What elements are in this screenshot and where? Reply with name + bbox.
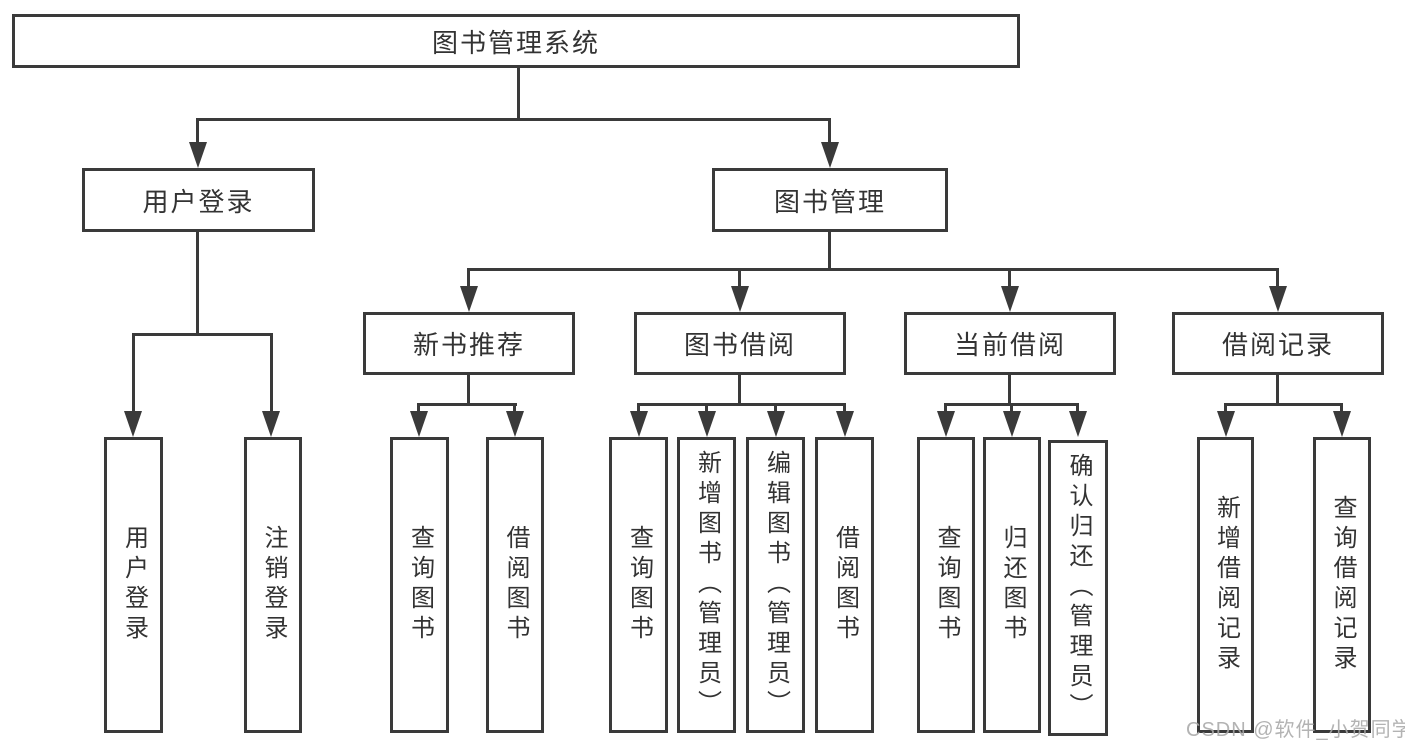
connector-vline bbox=[513, 403, 516, 417]
arrowhead-down-icon bbox=[821, 142, 839, 168]
arrowhead-down-icon bbox=[1069, 411, 1087, 437]
connector-vline bbox=[774, 403, 777, 417]
leaf-query-books-recommend: 查询图书 bbox=[390, 437, 449, 733]
watermark: CSDN @软件_小贺同学 bbox=[1186, 719, 1405, 741]
arrowhead-down-icon bbox=[1269, 286, 1287, 312]
arrowhead-down-icon bbox=[1217, 411, 1235, 437]
leaf-return-books: 归还图书 bbox=[983, 437, 1041, 733]
node-user-login: 用户登录 bbox=[82, 168, 315, 232]
arrowhead-down-icon bbox=[460, 286, 478, 312]
connector-hline bbox=[417, 403, 517, 406]
connector-vline bbox=[196, 118, 199, 146]
leaf-add-borrow-record: 新增借阅记录 bbox=[1197, 437, 1254, 733]
leaf-borrow-books-recommend: 借阅图书 bbox=[486, 437, 544, 733]
arrowhead-down-icon bbox=[767, 411, 785, 437]
connector-vline bbox=[828, 232, 831, 270]
connector-vline bbox=[1276, 268, 1279, 290]
node-book-management: 图书管理 bbox=[712, 168, 948, 232]
connector-vline bbox=[1010, 403, 1013, 417]
arrowhead-down-icon bbox=[1003, 411, 1021, 437]
leaf-logout: 注销登录 bbox=[244, 437, 302, 733]
arrowhead-down-icon bbox=[1333, 411, 1351, 437]
arrowhead-down-icon bbox=[836, 411, 854, 437]
leaf-user-login: 用户登录 bbox=[104, 437, 163, 733]
leaf-confirm-return-admin: 确认归还（管理员） bbox=[1048, 440, 1108, 736]
connector-vline bbox=[705, 403, 708, 417]
node-new-book-recommend: 新书推荐 bbox=[363, 312, 575, 375]
connector-vline bbox=[738, 268, 741, 290]
connector-hline bbox=[197, 118, 831, 121]
node-current-borrow: 当前借阅 bbox=[904, 312, 1116, 375]
connector-vline bbox=[944, 403, 947, 417]
connector-vline bbox=[517, 68, 520, 120]
arrowhead-down-icon bbox=[189, 142, 207, 168]
arrowhead-down-icon bbox=[731, 286, 749, 312]
leaf-add-books-admin: 新增图书（管理员） bbox=[677, 437, 736, 733]
connector-vline bbox=[1224, 403, 1227, 417]
connector-hline bbox=[637, 403, 845, 406]
node-borrow-records: 借阅记录 bbox=[1172, 312, 1384, 375]
connector-vline bbox=[738, 375, 741, 405]
connector-vline bbox=[467, 375, 470, 405]
connector-hline bbox=[1224, 403, 1342, 406]
connector-vline bbox=[270, 333, 273, 417]
leaf-borrow-books: 借阅图书 bbox=[815, 437, 874, 733]
arrowhead-down-icon bbox=[124, 411, 142, 437]
connector-vline bbox=[1340, 403, 1343, 417]
connector-vline bbox=[467, 268, 470, 290]
connector-vline bbox=[1076, 403, 1079, 417]
arrowhead-down-icon bbox=[506, 411, 524, 437]
arrowhead-down-icon bbox=[410, 411, 428, 437]
leaf-edit-books-admin: 编辑图书（管理员） bbox=[746, 437, 805, 733]
node-root-system: 图书管理系统 bbox=[12, 14, 1020, 68]
leaf-query-books-borrow: 查询图书 bbox=[609, 437, 668, 733]
connector-vline bbox=[1276, 375, 1279, 405]
leaf-query-borrow-record: 查询借阅记录 bbox=[1313, 437, 1371, 733]
connector-vline bbox=[1008, 375, 1011, 405]
arrowhead-down-icon bbox=[698, 411, 716, 437]
arrowhead-down-icon bbox=[937, 411, 955, 437]
connector-vline bbox=[132, 333, 135, 417]
connector-vline bbox=[417, 403, 420, 417]
node-book-borrow: 图书借阅 bbox=[634, 312, 846, 375]
connector-hline bbox=[132, 333, 273, 336]
connector-vline bbox=[637, 403, 640, 417]
connector-vline bbox=[828, 118, 831, 146]
connector-vline bbox=[196, 232, 199, 335]
connector-vline bbox=[1008, 268, 1011, 290]
leaf-query-books-current: 查询图书 bbox=[917, 437, 975, 733]
arrowhead-down-icon bbox=[630, 411, 648, 437]
connector-vline bbox=[843, 403, 846, 417]
arrowhead-down-icon bbox=[262, 411, 280, 437]
connector-hline bbox=[467, 268, 1279, 271]
arrowhead-down-icon bbox=[1001, 286, 1019, 312]
